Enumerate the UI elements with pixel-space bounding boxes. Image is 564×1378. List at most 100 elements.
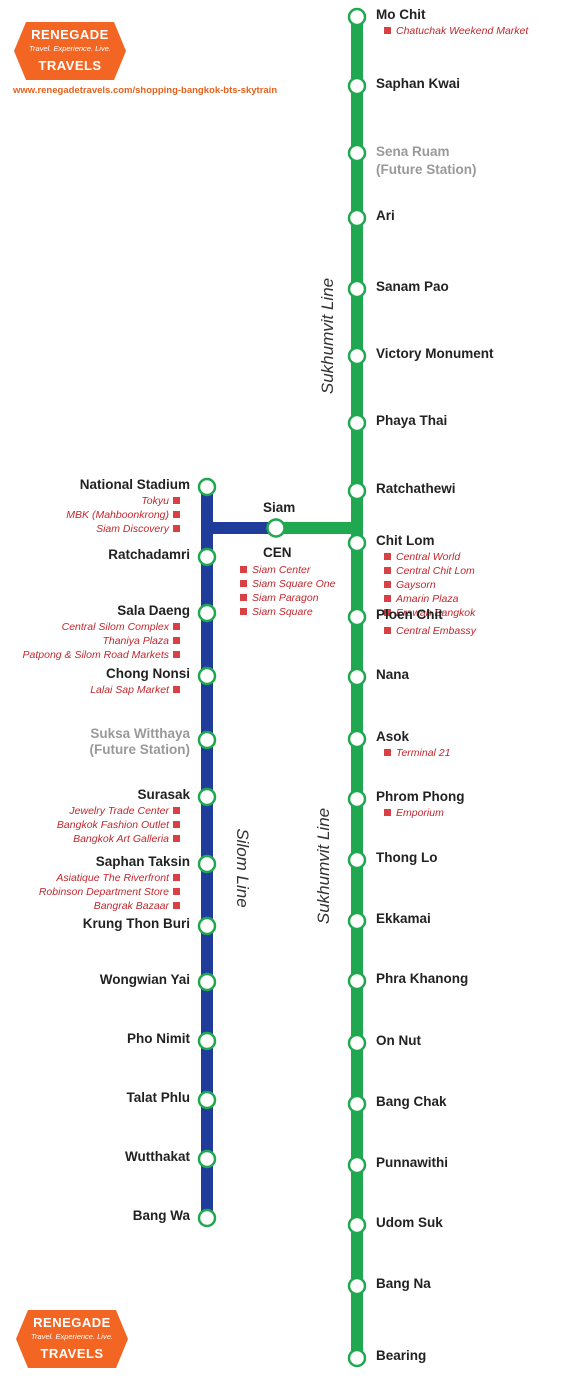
- station-name: National Stadium: [79, 477, 190, 492]
- logo-name-top: RENEGADE: [33, 1315, 111, 1330]
- station-marker: [197, 477, 217, 497]
- station-name: Surasak: [137, 787, 190, 802]
- station-shops: Terminal 21: [384, 746, 450, 760]
- station-name: Phra Khanong: [376, 971, 469, 986]
- station-name: Suksa Witthaya: [90, 726, 190, 741]
- station-name: Saphan Taksin: [95, 854, 190, 869]
- shop-label: Bangrak Bazaar: [39, 899, 180, 913]
- station-name: Talat Phlu: [126, 1090, 190, 1105]
- shop-label: Erawan Bangkok: [384, 606, 475, 620]
- station-marker: [347, 413, 367, 433]
- station-marker: [347, 850, 367, 870]
- station-name: Bang Chak: [376, 1094, 447, 1109]
- shop-label: Chatuchak Weekend Market: [384, 24, 528, 38]
- station-name: Victory Monument: [376, 346, 494, 361]
- station-name: Chong Nonsi: [106, 666, 190, 681]
- logo-badge-shape: [16, 1310, 128, 1368]
- station-marker: [347, 1094, 367, 1114]
- station-marker: [197, 1090, 217, 1110]
- station-name: Ekkamai: [376, 911, 431, 926]
- station-name: Pho Nimit: [127, 1031, 190, 1046]
- station-name: Punnawithi: [376, 1155, 448, 1170]
- shop-label: Lalai Sap Market: [90, 683, 180, 697]
- station-name: On Nut: [376, 1033, 421, 1048]
- station-marker: [347, 667, 367, 687]
- brand-url-link[interactable]: www.renegadetravels.com/shopping-bangkok…: [13, 85, 278, 96]
- station-marker: [197, 916, 217, 936]
- station-marker: [347, 789, 367, 809]
- station-name: Phaya Thai: [376, 413, 448, 428]
- station-marker: [197, 547, 217, 567]
- station-marker: [347, 208, 367, 228]
- station-name: Ratchathewi: [376, 481, 456, 496]
- shop-label: Amarin Plaza: [384, 592, 475, 606]
- shop-label: Central Embassy: [384, 624, 476, 638]
- station-shops: Emporium: [384, 806, 444, 820]
- shop-label: Gaysorn: [384, 578, 475, 592]
- interchange-shops: Siam Center Siam Square One Siam Paragon…: [240, 563, 335, 619]
- silom-line-label: Silom Line: [233, 828, 252, 908]
- station-name: Wutthakat: [124, 1149, 190, 1164]
- station-name: Sanam Pao: [376, 279, 449, 294]
- shop-label: Siam Square: [240, 605, 335, 619]
- station-marker: [347, 7, 367, 27]
- brand-logo-top: RENEGADE Travel. Experience. Live. TRAVE…: [14, 22, 126, 80]
- station-name: Mo Chit: [376, 7, 426, 22]
- shop-label: Thaniya Plaza: [23, 634, 181, 648]
- station-name: Thong Lo: [376, 850, 438, 865]
- station-marker: [347, 607, 367, 627]
- logo-tagline: Travel. Experience. Live.: [31, 1332, 113, 1341]
- station-name: Krung Thon Buri: [82, 916, 190, 931]
- shop-label: Central Chit Lom: [384, 564, 475, 578]
- station-marker: [347, 729, 367, 749]
- station-shops: Lalai Sap Market: [90, 683, 180, 697]
- station-marker: [347, 481, 367, 501]
- station-name: Ploen Chit: [376, 607, 443, 622]
- station-marker: [197, 666, 217, 686]
- station-marker: [347, 971, 367, 991]
- logo-badge-shape: [14, 22, 126, 80]
- logo-name-bottom: TRAVELS: [38, 58, 102, 73]
- shop-label: Central World: [384, 550, 475, 564]
- shop-label: Robinson Department Store: [39, 885, 180, 899]
- shop-label: Terminal 21: [384, 746, 450, 760]
- sukhumvit-line-label-lower: Sukhumvit Line: [314, 807, 333, 925]
- station-marker: [347, 911, 367, 931]
- station-marker: [347, 346, 367, 366]
- station-marker: [197, 787, 217, 807]
- station-shops: Chatuchak Weekend Market: [384, 24, 528, 38]
- station-marker: [347, 1276, 367, 1296]
- station-marker: [347, 533, 367, 553]
- station-marker: [197, 1208, 217, 1228]
- logo-name-bottom: TRAVELS: [40, 1346, 104, 1361]
- station-name: Sala Daeng: [117, 603, 190, 618]
- shop-label: Siam Center: [240, 563, 335, 577]
- shop-label: Siam Paragon: [240, 591, 335, 605]
- station-marker: [197, 854, 217, 874]
- station-name: Nana: [376, 667, 410, 682]
- station-name: Ratchadamri: [108, 547, 190, 562]
- station-name: Asok: [376, 729, 410, 744]
- shop-label: Emporium: [384, 806, 444, 820]
- shop-label: Jewelry Trade Center: [57, 804, 180, 818]
- shop-label: Patpong & Silom Road Markets: [23, 648, 181, 662]
- station-marker: [197, 1031, 217, 1051]
- shop-label: Central Silom Complex: [23, 620, 181, 634]
- brand-logo-bottom: RENEGADE Travel. Experience. Live. TRAVE…: [16, 1310, 128, 1368]
- shop-label: Siam Square One: [240, 577, 335, 591]
- station-name: Saphan Kwai: [376, 76, 461, 91]
- sukhumvit-line-label-upper: Sukhumvit Line: [318, 277, 337, 395]
- station-marker: [347, 76, 367, 96]
- station-marker: [347, 1155, 367, 1175]
- station-name: Udom Suk: [376, 1215, 443, 1230]
- station-note: (Future Station): [376, 162, 477, 177]
- interchange-marker: [266, 518, 286, 538]
- shop-label: Asiatique The Riverfront: [39, 871, 180, 885]
- station-marker: [197, 972, 217, 992]
- station-name: Ari: [376, 208, 395, 223]
- station-marker: [347, 1033, 367, 1053]
- station-marker: [197, 603, 217, 623]
- logo-tagline: Travel. Experience. Live.: [29, 44, 111, 53]
